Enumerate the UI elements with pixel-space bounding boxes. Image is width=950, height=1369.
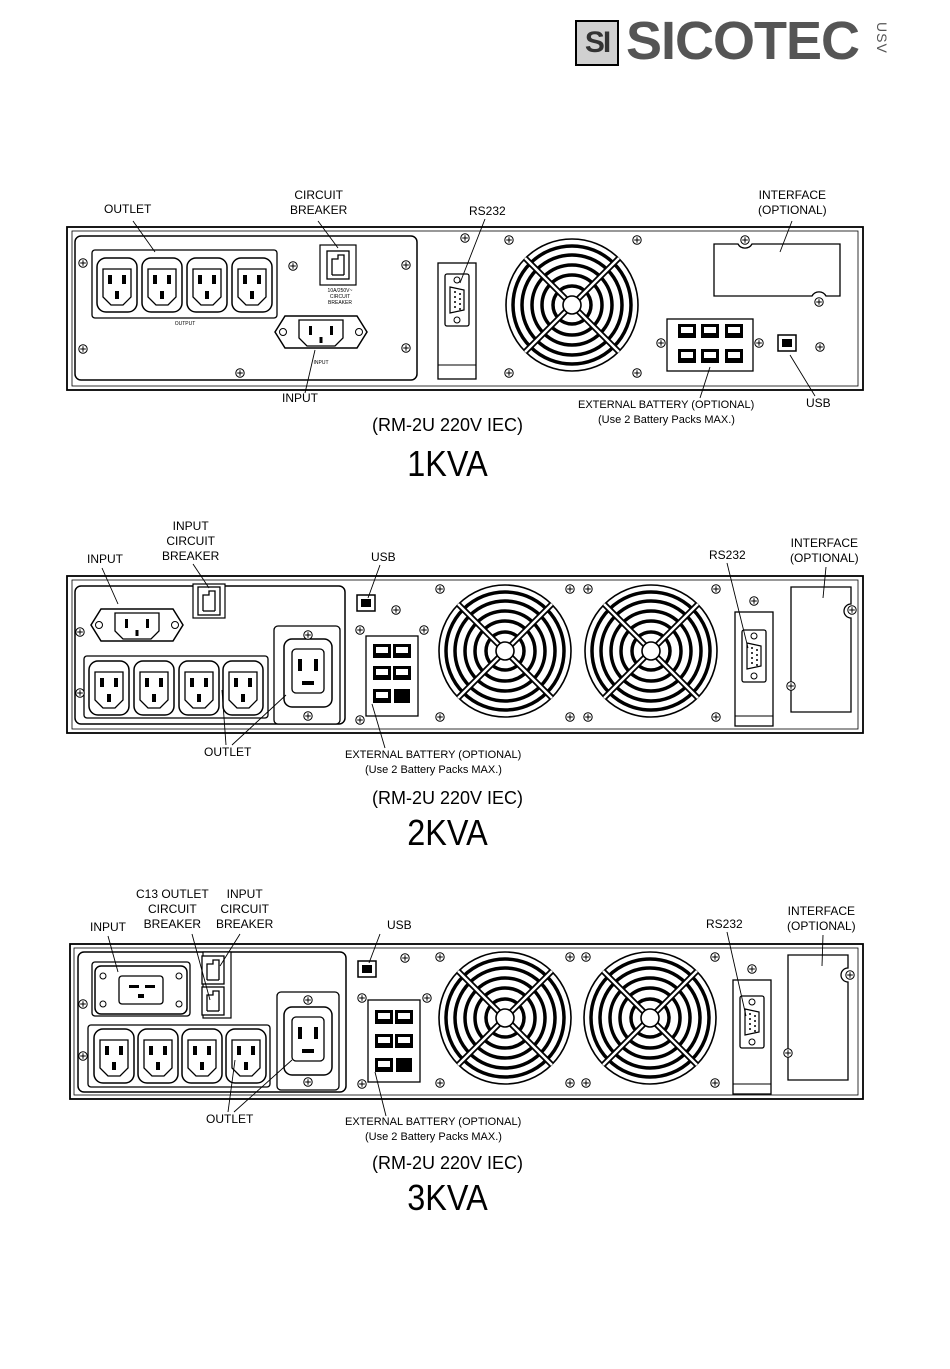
label-battery-note-3kva: (Use 2 Battery Packs MAX.) (365, 1131, 502, 1143)
label-input-2kva: INPUT (87, 552, 123, 566)
sicotec-logo-mark: SI (575, 20, 619, 66)
label-input-1kva: INPUT (282, 391, 318, 405)
panel-3kva (69, 931, 864, 1117)
label-usb-3kva: USB (387, 918, 412, 932)
panel-1kva: OUTPUT 10A/250V~ CIRCUIT BREAKER INPUT (66, 218, 864, 399)
label-input-circuit-breaker-3kva: INPUT CIRCUIT BREAKER (216, 887, 274, 931)
label-external-battery-2kva: EXTERNAL BATTERY (OPTIONAL) (345, 749, 522, 761)
label-outlet-3kva: OUTLET (206, 1112, 254, 1126)
sicotec-logo-name: SICOTEC (626, 11, 860, 71)
label-rs232-2kva: RS232 (709, 548, 746, 562)
input-panel-text: INPUT (314, 360, 329, 366)
label-input-circuit-breaker-2kva: INPUT CIRCUIT BREAKER (162, 519, 220, 563)
label-outlet-1kva: OUTLET (104, 202, 152, 216)
model-1kva: (RM-2U 220V IEC) (371, 415, 524, 435)
label-battery-note-2kva: (Use 2 Battery Packs MAX.) (365, 764, 502, 776)
breaker-rating-1: 10A/250V~ (328, 288, 353, 294)
label-external-battery-1kva: EXTERNAL BATTERY (OPTIONAL) (578, 399, 755, 411)
label-usb-1kva: USB (806, 396, 831, 410)
model-3kva: (RM-2U 220V IEC) (371, 1153, 524, 1173)
label-rs232-3kva: RS232 (706, 917, 743, 931)
label-interface-1kva: INTERFACE (OPTIONAL) (758, 188, 827, 217)
breaker-rating-3: BREAKER (328, 300, 352, 306)
logo-mark-text: SI (584, 26, 611, 59)
label-input-3kva: INPUT (90, 920, 126, 934)
label-c13-breaker-3kva: C13 OUTLET CIRCUIT BREAKER (136, 887, 209, 931)
size-3kva: 3KVA (407, 1177, 488, 1218)
label-interface-3kva: INTERFACE (OPTIONAL) (787, 904, 856, 933)
size-1kva: 1KVA (407, 443, 488, 484)
label-interface-2kva: INTERFACE (OPTIONAL) (790, 536, 859, 565)
label-circuit-breaker-1kva: CIRCUIT BREAKER (290, 188, 348, 217)
size-2kva: 2KVA (407, 812, 488, 853)
label-external-battery-3kva: EXTERNAL BATTERY (OPTIONAL) (345, 1116, 522, 1128)
label-usb-2kva: USB (371, 550, 396, 564)
outlet-panel-text: OUTPUT (175, 321, 196, 327)
model-2kva: (RM-2U 220V IEC) (371, 788, 524, 808)
label-battery-note-1kva: (Use 2 Battery Packs MAX.) (598, 414, 735, 426)
label-rs232-1kva: RS232 (469, 204, 506, 218)
panel-2kva (66, 562, 864, 749)
label-outlet-2kva: OUTLET (204, 745, 252, 759)
breaker-rating-2: CIRCUIT (330, 294, 350, 300)
